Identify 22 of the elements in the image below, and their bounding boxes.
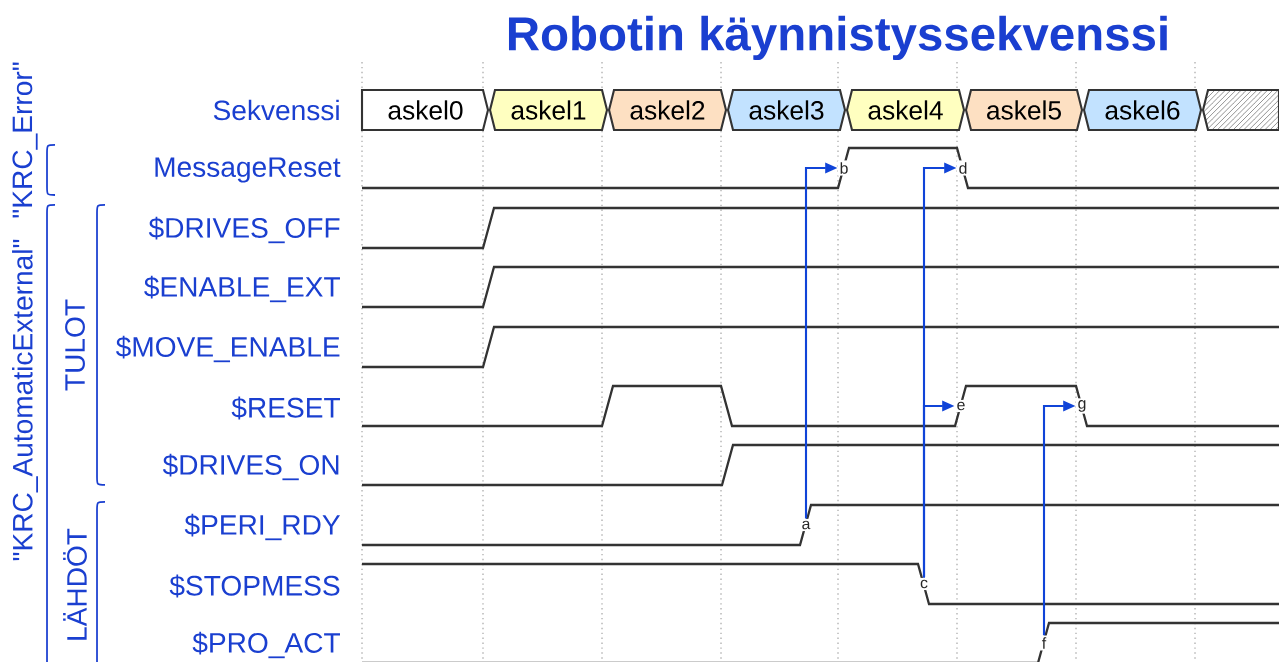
signal-name: $DRIVES_ON — [162, 453, 339, 481]
signal-name: MessageReset — [155, 157, 341, 183]
sequence-step — [1201, 88, 1279, 132]
group-label: LÄHDÖT — [63, 528, 87, 640]
group-label: TULOT — [65, 299, 85, 391]
signal-name: $RESET — [231, 396, 340, 420]
signal-name: $MOVE_ENABLE — [116, 335, 340, 363]
signal-name: $ENABLE_EXT — [144, 275, 340, 303]
sequence-step: askel6 — [1082, 88, 1203, 132]
sequence-step: askel5 — [964, 88, 1084, 132]
signal-name: $PERI_RDY — [184, 513, 340, 541]
sequence-step: askel0 — [360, 88, 490, 132]
group-label: "KRC_Error" — [12, 62, 38, 218]
signal-name: $PRO_ACT — [192, 631, 340, 659]
group-label: "KRC_AutomaticExternal" — [12, 239, 38, 561]
sequence-step: askel2 — [607, 88, 728, 132]
title: Robotin käynnistyssekvenssi — [509, 15, 1167, 61]
sequence-step: askel3 — [726, 88, 847, 132]
signal-name: $STOPMESS — [169, 574, 340, 598]
sequence-step: askel1 — [488, 88, 609, 132]
sequence-step: askel4 — [845, 88, 966, 132]
signal-name: $DRIVES_OFF — [148, 216, 340, 244]
